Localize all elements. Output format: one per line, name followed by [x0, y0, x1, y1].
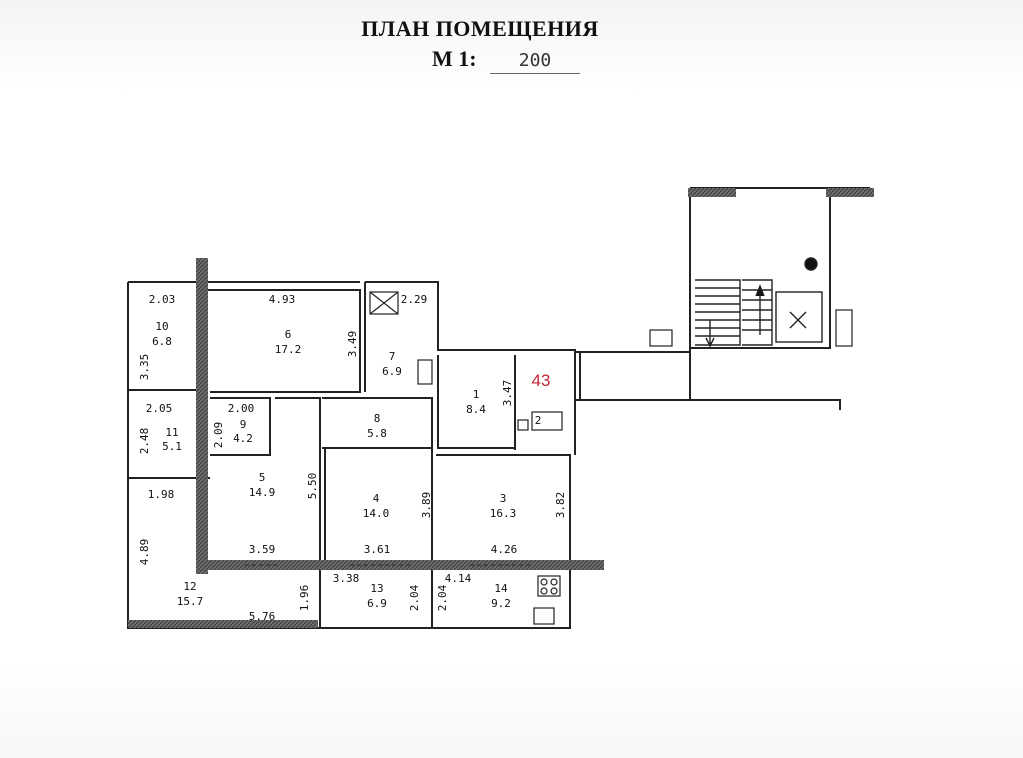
dimension-label: 2.04	[436, 584, 449, 611]
dimension-label: 2.00	[228, 402, 255, 415]
room-number: 2	[535, 414, 542, 427]
room-number: 6	[285, 328, 292, 341]
dimension-label: 2.04	[408, 584, 421, 611]
room-area: 15.7	[177, 595, 204, 608]
dimension-label: 3.47	[501, 380, 514, 407]
dimension-label: 4.93	[269, 293, 296, 306]
dimension-label: 3.38	[333, 572, 360, 585]
room-area: 14.0	[363, 507, 390, 520]
apartment-walls	[127, 187, 870, 629]
room-area: 8.4	[466, 403, 486, 416]
dimension-label: 3.49	[346, 331, 359, 358]
room-area: 5.1	[162, 440, 182, 453]
dimension-label: 3.35	[138, 354, 151, 381]
dimension-label: 2.03	[149, 293, 176, 306]
room-number: 9	[240, 418, 247, 431]
dimension-label: 4.14	[445, 572, 472, 585]
dimension-label: 1.98	[148, 488, 175, 501]
dimension-label: 5.76	[249, 610, 276, 623]
dimension-label: 3.59	[249, 543, 276, 556]
room-area: 6.8	[152, 335, 172, 348]
dimension-label: 4.26	[491, 543, 518, 556]
scale-value: 200	[490, 50, 580, 74]
room-area: 6.9	[382, 365, 402, 378]
room-number: 5	[259, 471, 266, 484]
room-area: 4.2	[233, 432, 253, 445]
room-number: 4	[373, 492, 380, 505]
room-number: 7	[389, 350, 396, 363]
plan-title: ПЛАН ПОМЕЩЕНИЯ	[361, 16, 599, 41]
dimension-label: 1.96	[298, 585, 311, 612]
room-labels: 10 6.8 6 17.2 7 6.9 1 8.4 2 11 5.1 9 4.2…	[152, 320, 541, 610]
dimension-label: 2.05	[146, 402, 173, 415]
elevator-shaft	[775, 257, 823, 343]
dimension-label: 4.89	[138, 539, 151, 566]
room-number: 14	[494, 582, 508, 595]
room-number: 8	[374, 412, 381, 425]
room-number: 13	[370, 582, 383, 595]
bathroom-fixtures	[369, 291, 853, 625]
room-number: 12	[183, 580, 196, 593]
dimension-label: 2.29	[401, 293, 428, 306]
apartment-number: 43	[532, 371, 551, 390]
dimension-labels: 2.03 4.93 2.29 3.49 3.35 2.05 2.00 2.48 …	[138, 293, 567, 623]
dimension-label: 5.50	[306, 473, 319, 500]
room-area: 17.2	[275, 343, 302, 356]
room-number: 3	[500, 492, 507, 505]
room-area: 9.2	[491, 597, 511, 610]
dimension-label: 3.89	[420, 492, 433, 519]
dimension-label: 3.82	[554, 492, 567, 519]
room-area: 16.3	[490, 507, 517, 520]
room-area: 14.9	[249, 486, 276, 499]
dimension-label: 2.09	[212, 422, 225, 449]
room-area: 5.8	[367, 427, 387, 440]
room-area: 6.9	[367, 597, 387, 610]
scale-label: М 1:	[432, 46, 477, 71]
room-number: 11	[165, 426, 178, 439]
staircase	[695, 279, 773, 348]
dimension-label: 3.61	[364, 543, 391, 556]
room-number: 1	[473, 388, 480, 401]
room-number: 10	[155, 320, 168, 333]
dimension-label: 2.48	[138, 428, 151, 455]
